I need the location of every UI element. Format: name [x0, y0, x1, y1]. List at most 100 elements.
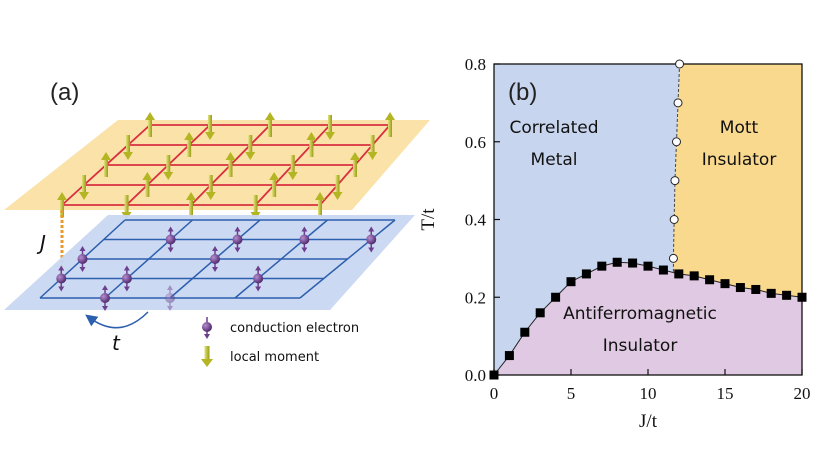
conduction-electron-icon	[210, 246, 220, 272]
conduction-electron-icon	[202, 317, 212, 339]
local-moment-icon	[269, 172, 280, 197]
antiferromagnetic-insulator-region	[494, 262, 802, 375]
afm-data-point	[797, 292, 807, 302]
conduction-electron-icon	[56, 265, 67, 292]
afm-data-point	[612, 257, 622, 267]
x-tick-label: 10	[640, 384, 657, 403]
mott-insulator-region	[673, 64, 802, 298]
local-moment-icon	[142, 172, 153, 197]
correlated-metal-label: Metal	[531, 150, 578, 170]
local-moment-icon	[186, 192, 196, 217]
conduction-electron-icon	[165, 285, 175, 311]
panel-a-lattice-schematic: (a) J t conduction electron loca	[4, 79, 430, 367]
afm-data-point	[766, 288, 776, 298]
afm-data-point	[751, 284, 761, 294]
mott-data-point	[670, 176, 680, 186]
y-tick-label: 0.0	[465, 366, 486, 385]
mott-data-point	[668, 253, 678, 263]
local-moment-icon	[57, 192, 67, 217]
local-moment-icon	[306, 132, 317, 157]
afm-data-point	[705, 275, 715, 285]
afm-data-point	[643, 261, 653, 271]
mott-data-point	[671, 137, 681, 147]
y-tick-label: 0.4	[465, 211, 487, 230]
local-moment-icon	[79, 175, 89, 200]
coupling-label: J	[36, 231, 46, 255]
afm-data-point	[504, 351, 514, 361]
y-tick-label: 0.6	[465, 133, 486, 152]
local-moment-icon	[225, 152, 236, 177]
local-moment-icon	[350, 152, 360, 177]
legend-label-local-moment: local moment	[230, 350, 319, 365]
bottom-plane	[4, 215, 415, 310]
mott-insulator-label: Mott	[720, 118, 759, 138]
afm-data-point	[520, 327, 530, 337]
hopping-arrow-icon	[85, 311, 149, 329]
local-moment-icon	[184, 132, 195, 157]
y-tick-label: 0.2	[465, 288, 486, 307]
local-moment-icon	[123, 135, 133, 160]
legend-label-conduction-electron: conduction electron	[230, 321, 359, 336]
local-moment-icon	[245, 135, 256, 160]
local-moment-icon	[265, 112, 275, 137]
conduction-electron-icon	[253, 265, 264, 292]
x-axis-label: J/t	[639, 411, 658, 432]
afm-data-point	[720, 279, 730, 289]
local-moment-icon	[332, 175, 343, 200]
local-moment-icon	[101, 152, 111, 177]
legend: conduction electron local moment	[201, 317, 359, 367]
local-moment-icon	[201, 346, 213, 367]
hopping-label: t	[112, 331, 121, 355]
conduction-electron-icon	[165, 226, 176, 253]
y-tick-label: 0.8	[465, 55, 486, 74]
mott-data-point	[673, 98, 683, 108]
local-moment-icon	[367, 135, 378, 160]
local-moment-icon	[385, 112, 395, 137]
local-moment-icon	[145, 112, 155, 137]
mott-data-point	[669, 215, 679, 224]
antiferromagnetic-insulator-label: Antiferromagnetic	[563, 304, 717, 324]
local-moment-icon	[315, 192, 325, 217]
antiferromagnetic-insulator-label: Insulator	[603, 336, 678, 356]
panel-a-label: (a)	[50, 79, 79, 106]
afm-data-point	[674, 269, 684, 279]
afm-data-point	[597, 261, 607, 271]
x-tick-label: 0	[490, 384, 499, 403]
afm-data-point	[628, 258, 638, 268]
conduction-electron-icon	[100, 285, 110, 311]
afm-data-point	[658, 265, 668, 275]
local-moment-icon	[205, 175, 216, 200]
mott-insulator-label: Insulator	[702, 150, 777, 170]
y-axis-label: T/t	[418, 208, 439, 231]
correlated-metal-label: Correlated	[509, 118, 598, 138]
local-moment-icon	[325, 115, 335, 140]
afm-data-point	[782, 290, 792, 300]
afm-data-point	[489, 370, 499, 380]
local-moment-icon	[287, 155, 298, 180]
x-tick-label: 20	[794, 384, 811, 403]
conduction-electron-array	[56, 226, 377, 311]
panel-b-label: (b)	[508, 79, 537, 106]
local-moment-array	[57, 112, 395, 220]
local-moment-icon	[205, 115, 215, 140]
local-moment-icon	[163, 155, 174, 180]
correlated-metal-region	[494, 64, 680, 375]
conduction-electron-icon	[77, 246, 88, 272]
afm-data-point	[689, 271, 699, 281]
afm-data-point	[551, 292, 561, 302]
grid-line	[234, 219, 328, 299]
afm-data-point	[535, 308, 545, 318]
x-tick-label: 15	[717, 384, 734, 403]
conduction-electron-icon	[366, 226, 377, 253]
afm-data-point	[566, 277, 576, 287]
mott-data-point	[675, 59, 685, 69]
afm-data-point	[581, 269, 591, 279]
x-tick-label: 5	[567, 384, 576, 403]
grid-line	[299, 219, 396, 299]
conduction-electron-icon	[232, 226, 243, 253]
conduction-electron-icon	[121, 265, 132, 292]
conduction-electron-icon	[299, 226, 310, 253]
afm-data-point	[735, 283, 745, 293]
